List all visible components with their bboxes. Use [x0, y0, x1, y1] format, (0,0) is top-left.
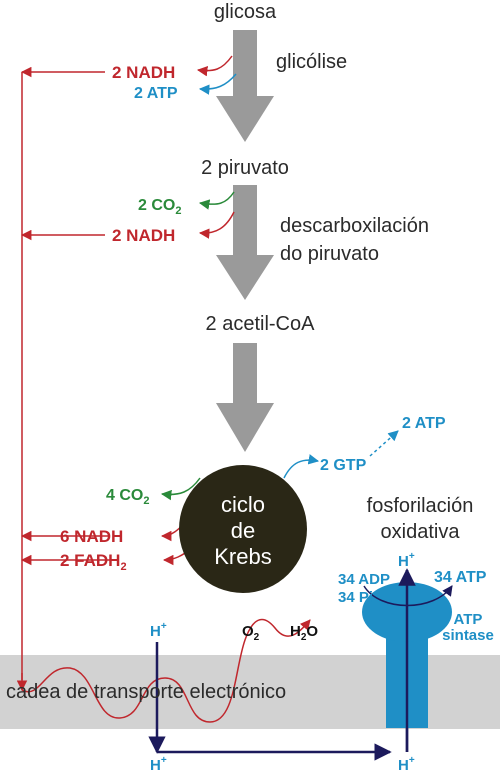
decarb-nadh: 2 NADH — [112, 226, 175, 245]
h2o-label: H2O — [290, 623, 318, 643]
glycolysis-label: glicólise — [276, 51, 347, 73]
acetyl-label: 2 acetil-CoA — [206, 313, 316, 335]
krebs-co2: 4 CO2 — [106, 487, 149, 507]
atp-34-label: 34 ATP — [434, 569, 487, 586]
gtp-atp: 2 ATP — [402, 415, 446, 432]
krebs-cycle — [179, 465, 307, 593]
krebs-line3: Krebs — [214, 544, 271, 569]
electron-path — [21, 618, 311, 723]
membrane-label: cadea de transporte electrónico — [6, 681, 286, 703]
oxphos-line2: oxidativa — [381, 521, 461, 543]
pyruvate-label: 2 piruvato — [201, 157, 289, 179]
decarb-line1: descarboxilación — [280, 215, 429, 237]
o2-label: O2 — [242, 623, 260, 643]
h-bottom-left: H+ — [150, 755, 167, 772]
synthase-line1: ATP — [454, 611, 483, 628]
krebs-gtp: 2 GTP — [320, 457, 367, 474]
krebs-nadh: 6 NADH — [60, 527, 123, 546]
decarb-co2: 2 CO2 — [138, 197, 181, 217]
glycolysis-nadh: 2 NADH — [112, 63, 175, 82]
pi-label: 34 Pi — [338, 589, 373, 606]
nadh-return-line — [16, 66, 110, 692]
glucose-label: glicosa — [214, 1, 277, 23]
h-bottom-right: H+ — [398, 755, 415, 772]
decarboxylation-arrow — [216, 185, 274, 300]
acetyl-arrow — [216, 343, 274, 452]
oxphos-line1: fosforilación — [367, 495, 474, 517]
atp-synthase — [362, 568, 453, 752]
h-top: H+ — [398, 551, 415, 570]
glycolysis-arrow — [216, 30, 274, 142]
synthase-line2: sintase — [442, 627, 494, 644]
adp-label: 34 ADP — [338, 571, 390, 588]
krebs-fadh: 2 FADH2 — [60, 551, 127, 573]
product-arrows — [160, 55, 399, 566]
decarb-line2: do piruvato — [280, 243, 379, 265]
glycolysis-atp: 2 ATP — [134, 85, 178, 102]
h-left: H+ — [150, 621, 167, 640]
krebs-line2: de — [231, 518, 255, 543]
krebs-line1: ciclo — [221, 492, 265, 517]
